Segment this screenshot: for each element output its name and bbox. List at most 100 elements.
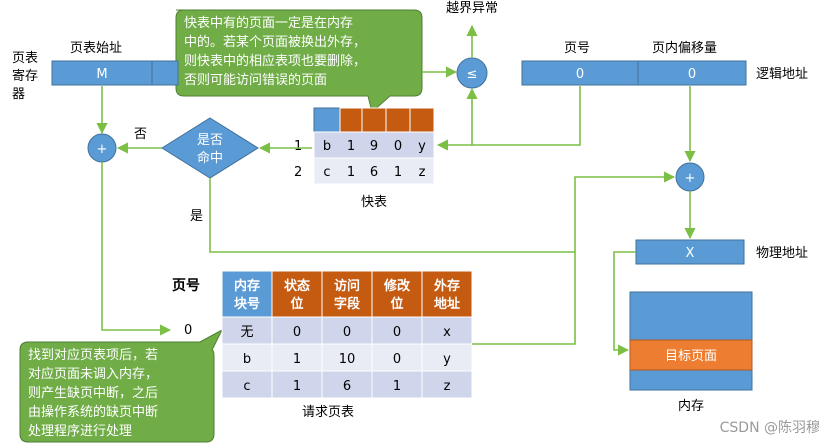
tlb-cell: b [323, 139, 331, 154]
logical-page-box [521, 60, 639, 86]
page-table-row-2-bg [221, 343, 473, 372]
page-table-header-text: 地址 [434, 296, 460, 312]
tlb-cell: 1 [394, 165, 402, 180]
page-table-cell: 1 [393, 379, 401, 394]
watermark: CSDN @陈羽穆 [720, 419, 820, 436]
page-table-to-adder-line [472, 252, 576, 345]
page-table-cell: b [243, 352, 251, 367]
page-table-start-label: 页表始址 [70, 41, 122, 56]
hit-decision-diamond [161, 117, 259, 179]
page-table-cell: 10 [339, 352, 356, 367]
tlb-header-cell [339, 107, 363, 133]
page-table-header-text: 访问 [334, 278, 360, 294]
logical-address-label: 逻辑地址 [756, 67, 808, 82]
tlb-row-index-1: 1 [294, 139, 302, 154]
logical-offset-value: 0 [688, 67, 696, 82]
tlb-header-cell [409, 107, 435, 133]
decision-text-2: 命中 [197, 150, 223, 166]
page-table-row-index: 0 [184, 323, 192, 338]
page-table-cell: c [243, 379, 250, 394]
fault-note-line: 处理程序进行处理 [28, 424, 133, 439]
fault-note-line: 对应页面未调入内存， [28, 367, 159, 382]
page-table-page-number-label: 页号 [172, 278, 200, 294]
tlb-caption: 快表 [361, 195, 387, 210]
page-table: 内存 块号 状态 位 访问 字段 修改 位 外存 地址 无 0 0 0 x b … [221, 270, 473, 399]
fault-note-line: 找到对应页表项后，若 [28, 348, 159, 363]
tlb-note: 快表中有的页面一定是在内存 中的。若某个页面被换出外存， 则快表中的相应表项也要… [184, 14, 366, 90]
page-to-compare-arrow [466, 86, 581, 146]
tlb-note-line: 则快表中的相应表项也要删除， [184, 54, 367, 69]
page-table-cell: 6 [343, 379, 351, 394]
page-table-caption: 请求页表 [302, 405, 354, 420]
page-table-cell: 0 [393, 352, 401, 367]
page-offset-label: 页内偏移量 [652, 40, 717, 56]
tlb-note-line: 中的。若某个页面被换出外存， [184, 35, 367, 50]
tlb-table: b 1 9 0 y c 1 6 1 z [313, 107, 435, 185]
tlb-cell: 1 [347, 165, 355, 180]
page-table-header-disk [421, 270, 473, 318]
page-table-cell: 0 [343, 325, 351, 340]
register-box [51, 60, 153, 86]
page-table-cell: z [444, 379, 451, 394]
decision-text-1: 是否 [197, 133, 223, 148]
tlb-cell: z [419, 165, 426, 180]
tlb-row-2-bg [313, 157, 435, 185]
yes-label: 是 [190, 209, 203, 224]
register-value: M [96, 67, 107, 82]
page-table-cell: 无 [240, 325, 253, 340]
out-of-bounds-label: 越界异常 [446, 1, 498, 16]
page-table-header-text: 块号 [234, 296, 260, 312]
page-table-row-1-bg [221, 316, 473, 345]
tlb-note-line: 快表中有的页面一定是在内存 [184, 16, 354, 31]
page-table-cell: 0 [293, 325, 301, 340]
physical-to-memory-arrow [613, 251, 636, 356]
tlb-header-cell [361, 107, 387, 133]
target-page-block [629, 339, 753, 371]
compare-op: ≤ [467, 67, 478, 82]
adder-right-symbol: + [685, 171, 696, 186]
page-table-cell: 1 [293, 379, 301, 394]
logical-page-value: 0 [576, 67, 584, 82]
adder-left-symbol: + [97, 142, 108, 157]
tlb-cell: 0 [394, 139, 402, 154]
fault-note: 找到对应页表项后，若 对应页面未调入内存， 则产生缺页中断，之后 由操作系统的缺… [28, 346, 158, 441]
tlb-header-cell [385, 107, 411, 133]
page-table-header-status [271, 270, 323, 318]
page-table-header-text: 修改 [383, 278, 411, 294]
tlb-note-line: 否则可能访问错误的页面 [184, 73, 328, 88]
page-table-register-label-3: 器 [12, 87, 25, 102]
page-table-header-text: 内存 [234, 278, 260, 294]
tlb-cell: c [323, 165, 330, 180]
page-table-header-text: 外存 [433, 278, 460, 294]
page-table-register-label-2: 寄存 [12, 68, 38, 84]
page-table-cell: 0 [393, 325, 401, 340]
logical-offset-box [637, 60, 747, 86]
tlb-row-1-bg [313, 131, 435, 159]
fault-note-bubble [19, 328, 224, 443]
tlb-cell: 9 [370, 139, 378, 154]
register-box-tail [151, 60, 179, 86]
target-page-label: 目标页面 [665, 349, 717, 364]
tlb-header-key [313, 107, 341, 133]
page-table-cell: y [443, 352, 451, 367]
page-table-header-text: 位 [390, 296, 403, 312]
memory-label: 内存 [678, 398, 704, 414]
tlb-cell: y [418, 139, 426, 154]
page-table-header-text: 位 [290, 296, 303, 312]
physical-address-box [635, 239, 745, 265]
page-number-label: 页号 [564, 41, 590, 56]
adder-to-page-table-arrow [101, 162, 172, 336]
page-table-register-label-1: 页表 [12, 51, 38, 66]
fault-note-line: 则产生缺页中断，之后 [28, 386, 159, 401]
page-table-header-text: 字段 [334, 296, 360, 312]
fault-note-line: 由操作系统的缺页中断 [28, 405, 159, 420]
decision-yes-arrow [209, 171, 676, 253]
tlb-cell: 1 [347, 139, 355, 154]
tlb-row-index-2: 2 [294, 165, 302, 180]
page-table-header-frame [221, 270, 273, 318]
no-label: 否 [134, 127, 147, 142]
page-table-cell: 1 [293, 352, 301, 367]
page-table-header-text: 状态 [284, 278, 310, 294]
page-table-cell: x [443, 325, 451, 340]
page-table-header-access [321, 270, 373, 318]
